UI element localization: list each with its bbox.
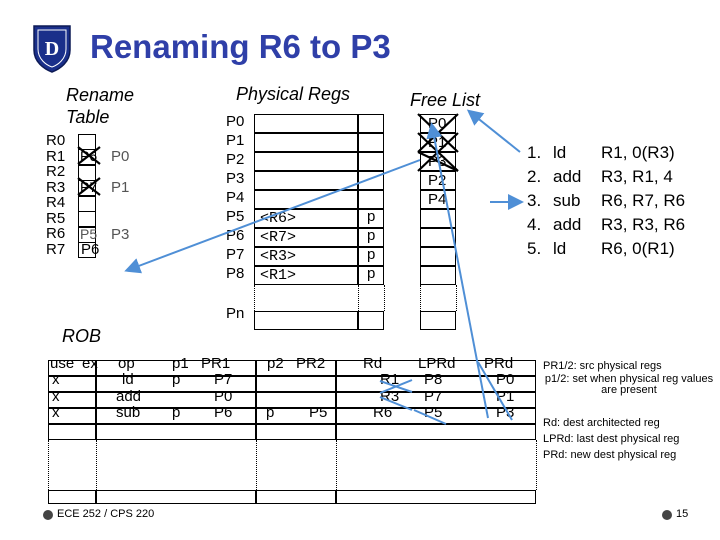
- arch-reg-label: R1: [46, 147, 66, 165]
- rename-entry-r7: P6: [81, 241, 100, 258]
- rob-header-pr2: PR2: [296, 355, 326, 372]
- rob-cell-rd: R6: [373, 404, 393, 421]
- arch-reg-label: R4: [46, 194, 66, 211]
- rob-cell-pr1: P0: [214, 388, 233, 405]
- rename-table-reg-list: R0 R1 R2 R3 R4 R5 R6 R7: [46, 133, 65, 257]
- rob-cell-use: x: [52, 371, 60, 388]
- note-p: p1/2: set when physical reg values are p…: [544, 373, 714, 396]
- phys-reg-value-p7: <R3>: [260, 248, 297, 265]
- rob-cell-pr2: P5: [309, 404, 328, 421]
- rob-cell-use: x: [52, 388, 60, 405]
- free-list-title: Free List: [410, 90, 481, 110]
- footer-bullet-icon: [43, 510, 53, 520]
- flow-arrows: [124, 109, 524, 419]
- phys-reg-label: P7: [226, 246, 245, 263]
- rename-entry-r6-old: P5: [80, 226, 98, 242]
- note-lprd: LPRd: last dest physical reg: [543, 433, 680, 445]
- rename-entry-r6: P3: [111, 226, 130, 243]
- phys-reg-label: P1: [226, 132, 245, 149]
- rob-header-lprd: LPRd: [418, 355, 456, 372]
- phys-reg-value-p6: <R7>: [260, 229, 297, 246]
- rename-strike-marks: [77, 146, 101, 196]
- phys-reg-label: P2: [226, 151, 245, 168]
- rob-header-pr1: PR1: [201, 355, 231, 372]
- rob-cell-prd: P0: [496, 371, 515, 388]
- rename-table-title: Rename Table: [66, 85, 135, 127]
- rob-cell-lprd: P7: [424, 388, 443, 405]
- rob-header-prd: PRd: [484, 355, 514, 372]
- rob-header-rd: Rd: [363, 355, 383, 372]
- rename-entry-r1: P0: [111, 148, 130, 165]
- arch-reg-label: R7: [46, 240, 66, 258]
- duke-shield-icon: D: [30, 22, 74, 74]
- rob-cell-op: add: [116, 388, 142, 405]
- page-number: 15: [676, 508, 689, 520]
- arch-reg-label: R0: [46, 132, 66, 149]
- phys-reg-present-p5: p: [367, 208, 376, 225]
- rob-header-op: op: [118, 355, 135, 372]
- note-rd: Rd: dest architected reg: [543, 417, 660, 429]
- rob-cell-op: ld: [122, 371, 134, 388]
- free-list-entry: P4: [428, 191, 447, 208]
- note-pr: PR1/2: src physical regs: [543, 360, 662, 372]
- phys-reg-value-p8: <R1>: [260, 267, 297, 284]
- rob-cell-rd: R3: [380, 388, 400, 405]
- phys-reg-label: P8: [226, 265, 245, 282]
- rename-entry-r3: P1: [111, 179, 130, 196]
- rob-cell-p1: p: [172, 371, 181, 388]
- svg-text:D: D: [45, 38, 59, 60]
- phys-reg-present-p7: p: [367, 246, 376, 263]
- rob-cell-use: x: [52, 404, 60, 421]
- phys-reg-pn: Pn: [226, 305, 245, 322]
- phys-reg-label: P4: [226, 189, 245, 206]
- footer-course: ECE 252 / CPS 220: [57, 508, 155, 520]
- rob-cell-lprd: P8: [424, 371, 443, 388]
- arch-reg-label: R3: [46, 178, 66, 196]
- rob-cell-p1: p: [172, 404, 181, 421]
- slide-title: Renaming R6 to P3: [90, 28, 391, 65]
- arch-reg-label: R5: [46, 209, 66, 227]
- phys-reg-label: P0: [226, 113, 245, 130]
- rob-cell-pr1: P6: [214, 404, 233, 421]
- rob-header-use: use: [50, 355, 75, 372]
- rob-strike-marks: [379, 361, 513, 425]
- note-prd: PRd: new dest physical reg: [543, 449, 677, 461]
- rob-cell-op: sub: [116, 404, 141, 421]
- phys-reg-label: P5: [226, 208, 245, 225]
- physical-reg-list: P0 P1 P2 P3 P4 P5 P6 P7 P8: [226, 112, 244, 283]
- phys-reg-label: P3: [226, 170, 245, 187]
- arch-reg-label: R2: [46, 163, 66, 180]
- rob-header-p1: p1: [172, 355, 189, 372]
- phys-reg-value-p5: <R6>: [260, 210, 297, 227]
- rob-title: ROB: [62, 326, 102, 346]
- page-bullet-icon: [662, 510, 672, 520]
- arch-reg-label: R6: [46, 225, 66, 242]
- rob-cell-pr1: P7: [214, 371, 233, 388]
- phys-reg-present-p8: p: [367, 265, 376, 282]
- phys-reg-present-p6: p: [367, 227, 376, 244]
- rob-cell-p2: p: [266, 404, 275, 421]
- rob-header-p2: p2: [267, 355, 284, 372]
- rob-header-ex: ex: [82, 355, 98, 372]
- physical-regs-title: Physical Regs: [236, 84, 351, 104]
